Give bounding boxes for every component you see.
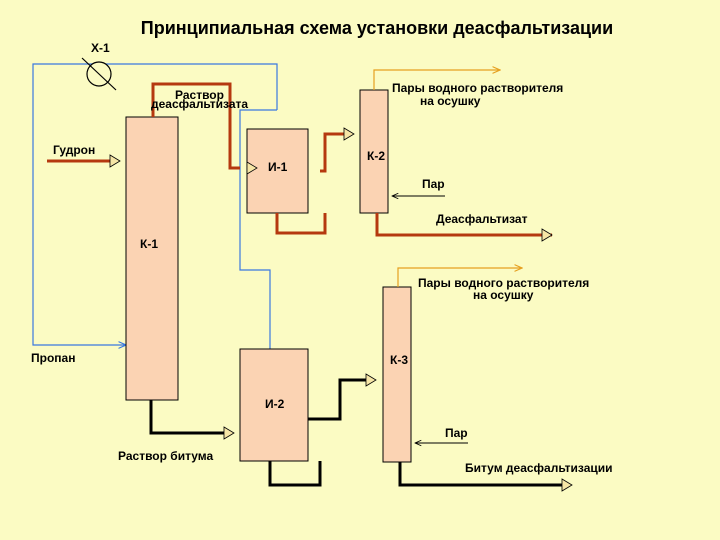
i1-to-k2-line xyxy=(320,132,352,173)
flow-marker-k2-inlet xyxy=(343,127,355,141)
label-bitumen: Битум деасфальтизации xyxy=(465,461,613,475)
deasphaltizate-product-line xyxy=(375,213,552,237)
propane-line xyxy=(32,63,278,352)
label-bitumen-solution: Раствор битума xyxy=(118,449,213,463)
i1-bottom-line xyxy=(275,213,327,235)
column-k3 xyxy=(382,286,412,463)
label-solution-1: Раствор xyxy=(175,88,224,102)
column-k2 xyxy=(359,89,389,214)
i2-to-k3-line xyxy=(308,378,372,421)
label-steam-top: Пар xyxy=(422,177,445,191)
page-title: Принципиальная схема установки деасфальт… xyxy=(141,18,613,38)
k3-vapor-line xyxy=(397,268,522,287)
label-vapors-top-2: на осушку xyxy=(420,94,481,108)
label-deasphaltizate: Деасфальтизат xyxy=(436,212,528,226)
label-i1: И-1 xyxy=(268,160,288,174)
column-k1 xyxy=(125,116,179,401)
label-k1: К-1 xyxy=(140,237,158,251)
label-solution-2: деасфальтизата xyxy=(151,97,248,111)
evaporator-i2 xyxy=(239,348,309,462)
label-gudron: Гудрон xyxy=(53,143,95,157)
deasphaltizate-solution-line xyxy=(151,82,240,170)
label-k2: К-2 xyxy=(367,149,385,163)
flow-marker-k3-inlet xyxy=(365,373,377,387)
flow-marker-gudron xyxy=(109,154,121,168)
flow-marker-bitumen xyxy=(561,478,573,492)
flow-marker-deasphaltizate xyxy=(541,228,553,242)
i2-bottom-line xyxy=(268,461,322,487)
flow-marker-i2-inlet xyxy=(223,426,235,440)
k2-vapor-line xyxy=(373,70,500,90)
bitumen-product-line xyxy=(398,462,570,487)
label-vapors-top-1: Пары водного растворителя xyxy=(392,81,563,95)
heat-exchanger-x1 xyxy=(81,57,117,91)
label-i2: И-2 xyxy=(265,397,285,411)
flow-marker-i1-inlet xyxy=(246,161,258,175)
label-steam-bot: Пар xyxy=(445,426,468,440)
label-x1: Х-1 xyxy=(91,41,110,55)
label-vapors-bot-2: на осушку xyxy=(473,288,534,302)
bitumen-solution-line xyxy=(149,400,230,435)
label-k3: К-3 xyxy=(390,353,408,367)
label-vapors-bot-1: Пары водного растворителя xyxy=(418,276,589,290)
label-propan: Пропан xyxy=(31,351,75,365)
